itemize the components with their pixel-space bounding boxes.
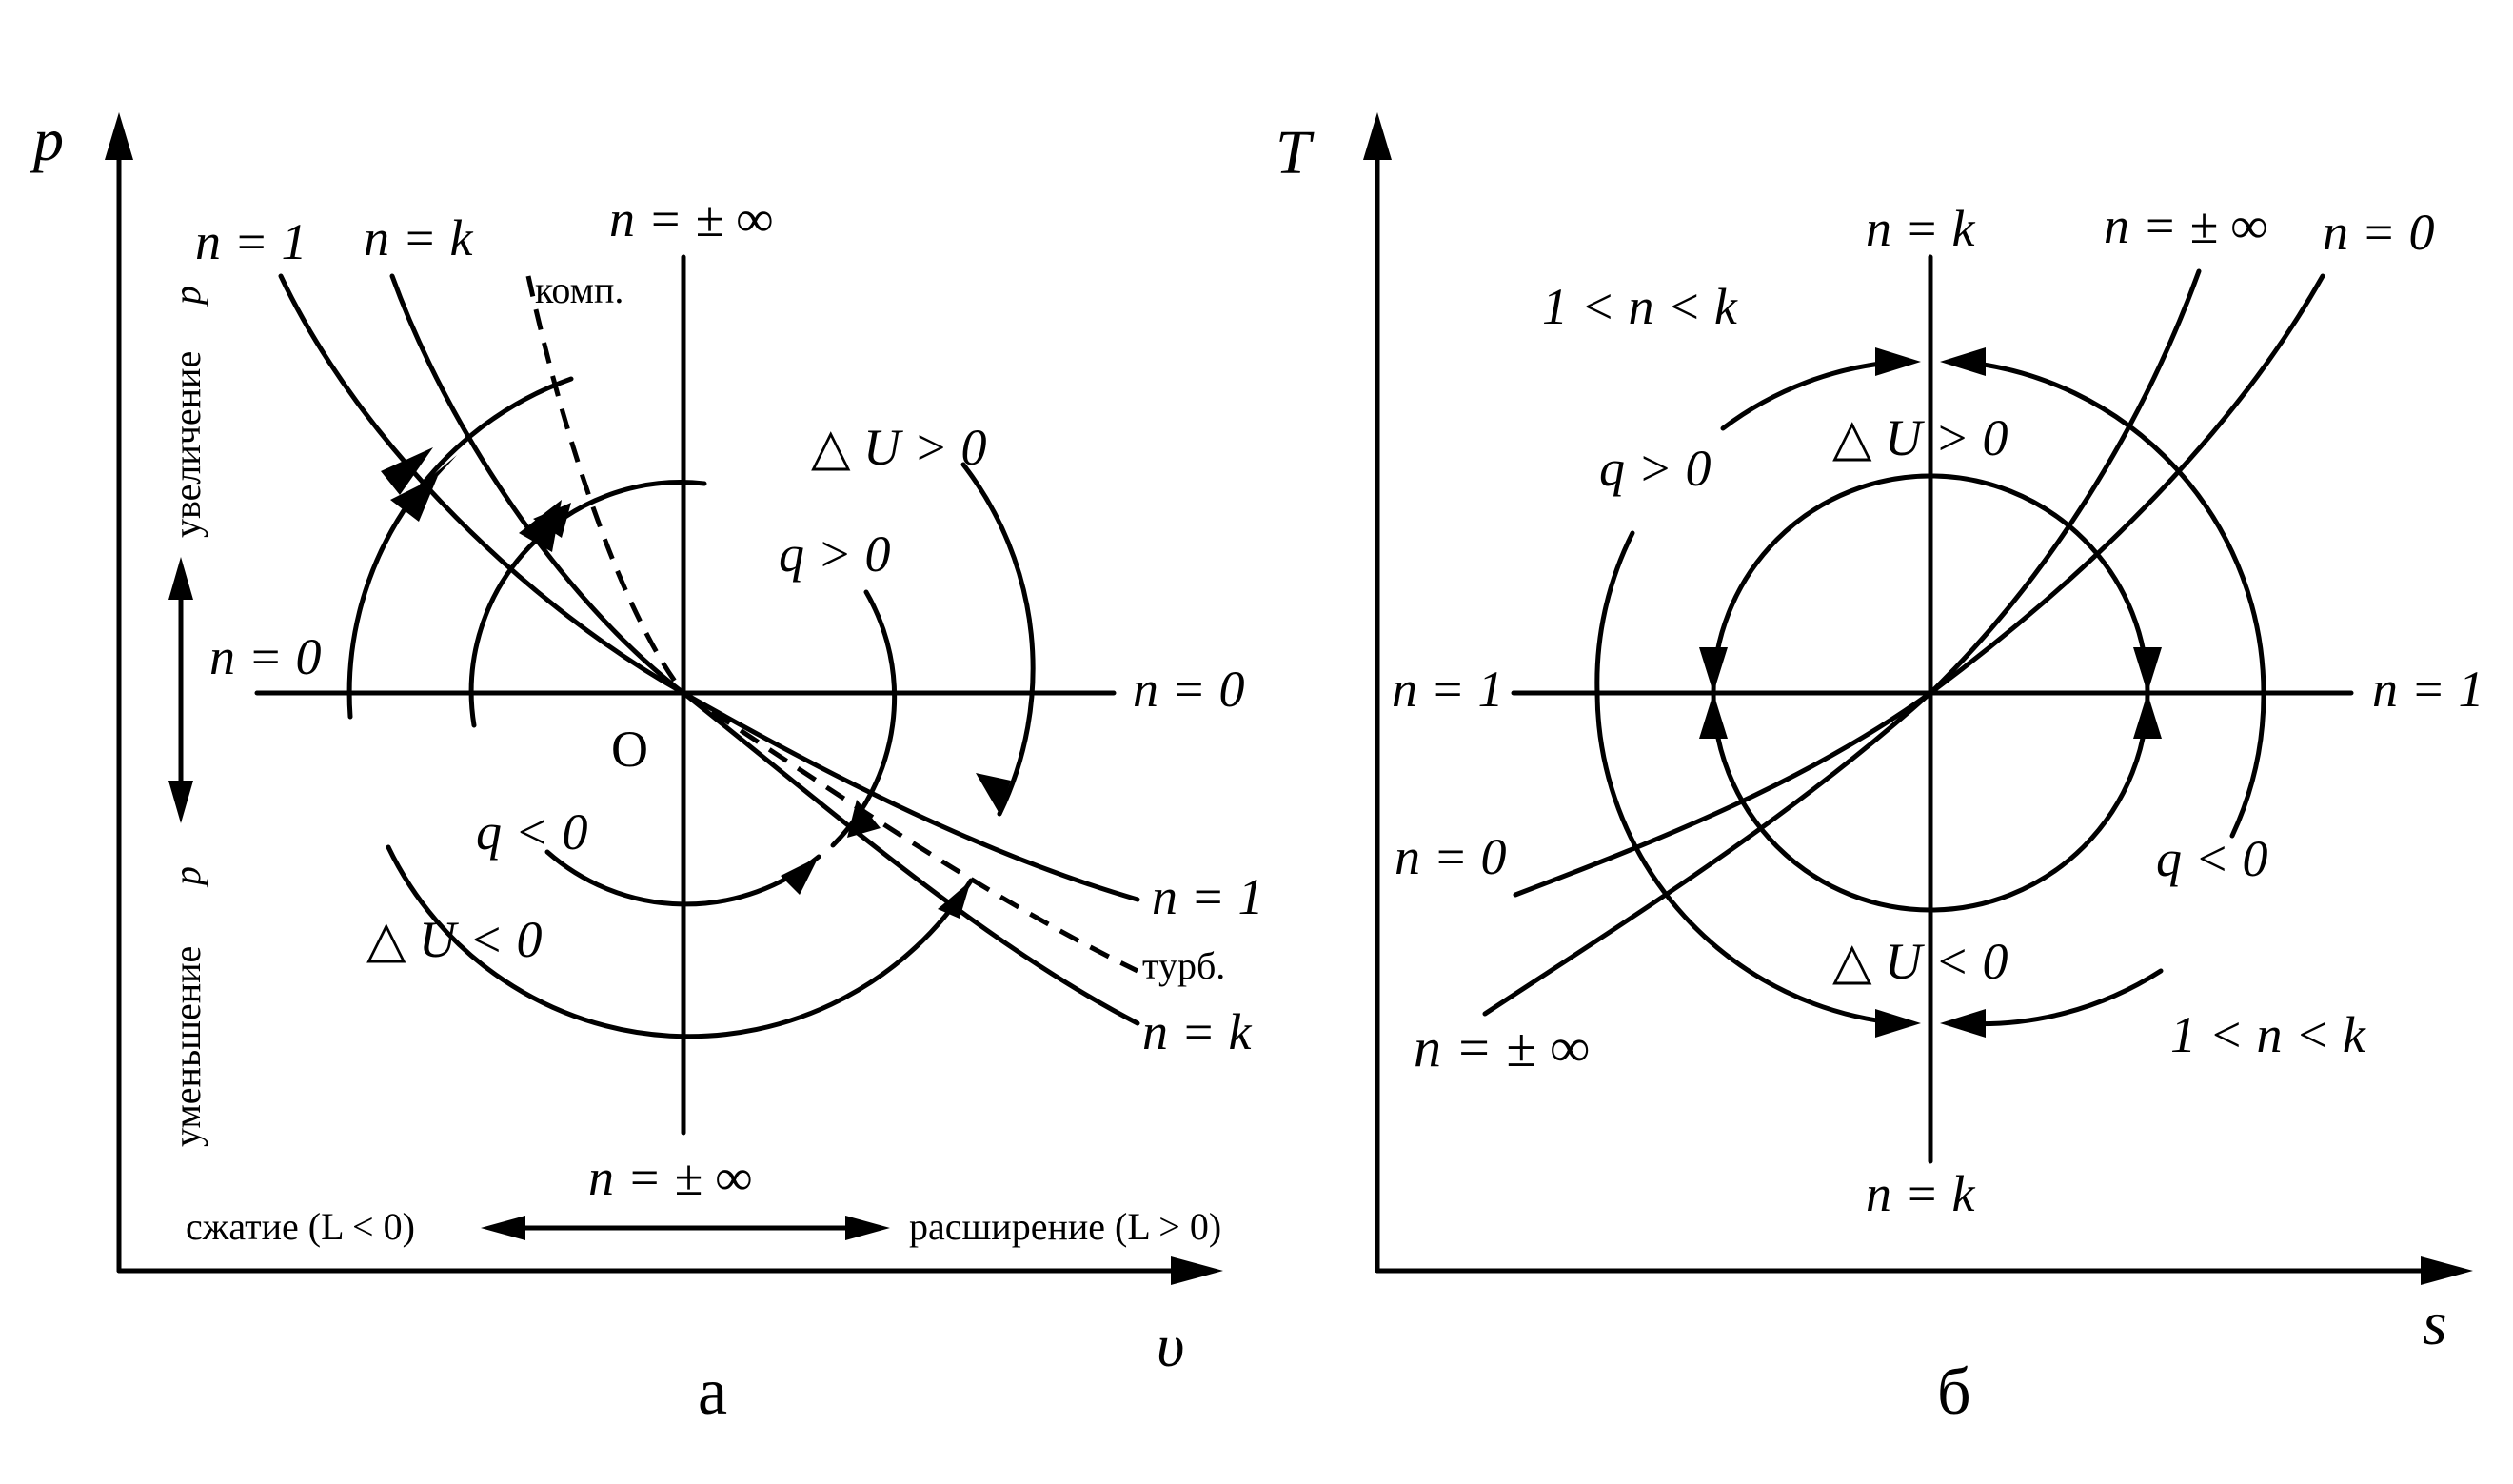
panel-a-caption: а [698, 1355, 727, 1429]
arrow-inner-bottom [781, 857, 819, 895]
arrow-inner-left-up [1699, 693, 1728, 739]
arrow-outer-right [976, 773, 1011, 814]
label-ninf-top: n = ± ∞ [609, 190, 773, 247]
label-n0-left: n = 0 [209, 628, 321, 685]
compression-label: сжатие (L < 0) [186, 1205, 415, 1248]
arrow-outer-bottom [938, 881, 971, 919]
outer-arc-left [1594, 530, 1902, 1026]
label-ninf-bottom-b: n = ± ∞ [1414, 1017, 1590, 1078]
outer-arc-left [346, 376, 574, 720]
origin-label: O [611, 721, 648, 778]
pressure-up-arrowhead [168, 557, 193, 600]
dU-negative-label-b: △ U < 0 [1832, 933, 2008, 990]
q-negative-label-b: q < 0 [2156, 830, 2267, 887]
arrow-inner-left-down [1699, 647, 1728, 693]
inner-arc-bottom [544, 849, 821, 907]
label-nk-top: n = k [364, 209, 473, 267]
arrow-n1-curve [381, 447, 433, 495]
dU-positive-label-b: △ U > 0 [1832, 409, 2008, 466]
label-n0-right: n = 0 [1133, 661, 1244, 718]
inner-arc-top-right [1928, 473, 2150, 696]
dU-negative-label: △ U < 0 [366, 911, 542, 968]
pressure-down-arrowhead [168, 781, 193, 823]
q-positive-label-b: q > 0 [1599, 440, 1711, 497]
arrow-outer-left-b [409, 455, 457, 495]
pressure-decrease-label: уменьшение [166, 946, 208, 1147]
pressure-increase-p: p [166, 286, 208, 307]
inner-arc-left [468, 480, 707, 728]
turbine-dashed-curve [682, 690, 1139, 974]
arrow-top-a [1875, 347, 1921, 376]
range-top-label: 1 < n < k [1542, 278, 1738, 335]
compressor-dashed-curve [525, 275, 685, 695]
outer-arc-lower-right [386, 844, 974, 1039]
p-axis-label: p [30, 106, 64, 173]
arrow-top-b [1940, 347, 1986, 376]
isotherm-n1-curve [278, 273, 1140, 902]
compression-arrowhead [481, 1216, 525, 1240]
inner-arc-bottom [1711, 690, 2150, 913]
arrow-inner-right-down [2133, 647, 2162, 693]
expansion-label: расширение (L > 0) [909, 1205, 1221, 1248]
outer-arc-bottom-right [1958, 968, 2164, 1027]
pressure-increase-label: увеличение [166, 351, 208, 538]
dU-positive-label: △ U > 0 [811, 419, 986, 476]
pressure-decrease-p: p [166, 866, 208, 888]
isobar-ninf-curve-b [1482, 268, 2202, 1017]
label-ninf-top-b: n = ± ∞ [2104, 197, 2267, 254]
label-ninf-bottom: n = ± ∞ [588, 1149, 752, 1206]
outer-arc-upper-right [960, 462, 1036, 817]
label-nk-bottom-b: n = k [1866, 1165, 1975, 1222]
label-n1-left-b: n = 1 [1392, 661, 1503, 718]
arrow-bottom-a [1875, 1009, 1921, 1038]
inner-arc-top-left [1711, 473, 1933, 696]
arrow-outer-left [390, 476, 438, 522]
arrow-inner-right-up [2133, 693, 2162, 739]
panel-b-caption: б [1937, 1355, 1971, 1429]
outer-arc-right [1958, 359, 2266, 839]
expansion-arrowhead [845, 1216, 890, 1240]
label-n1-right-b: n = 1 [2372, 661, 2483, 718]
turbine-label: турб. [1142, 944, 1225, 987]
v-axis-label: υ [1157, 1312, 1184, 1379]
label-nk-bottom: n = k [1142, 1003, 1252, 1060]
label-n1-bottom: n = 1 [1152, 868, 1263, 925]
s-axis-arrowhead [2421, 1256, 2473, 1285]
q-negative-label: q < 0 [476, 803, 587, 861]
arrow-bottom-b [1940, 1009, 1986, 1038]
T-axis-label: T [1276, 118, 1315, 188]
label-n1-top: n = 1 [195, 213, 307, 270]
isochore-n0-curve-b [1513, 273, 2325, 898]
label-nk-top-b: n = k [1866, 200, 1975, 257]
q-positive-label: q > 0 [779, 525, 890, 583]
label-n0-top-b: n = 0 [2323, 204, 2434, 261]
compressor-label: комп. [535, 268, 623, 311]
arrow-inner-right [847, 800, 881, 838]
arrow-nk-curve [519, 500, 562, 552]
s-axis-label: s [2423, 1289, 2447, 1358]
panel-a: p υ а O n = 1 n = k n = ± ∞ n = ± ∞ n = … [30, 106, 1263, 1429]
v-axis-arrowhead [1171, 1256, 1223, 1285]
inner-arc-right [830, 589, 898, 848]
T-axis-arrowhead [1363, 112, 1392, 160]
p-axis-arrowhead [105, 112, 133, 160]
panel-b: T s б n = k n = ± ∞ n = 0 n = 1 n = 1 n … [1276, 112, 2483, 1429]
label-n0-left-b: n = 0 [1395, 828, 1506, 885]
range-bottom-label: 1 < n < k [2170, 1006, 2366, 1063]
